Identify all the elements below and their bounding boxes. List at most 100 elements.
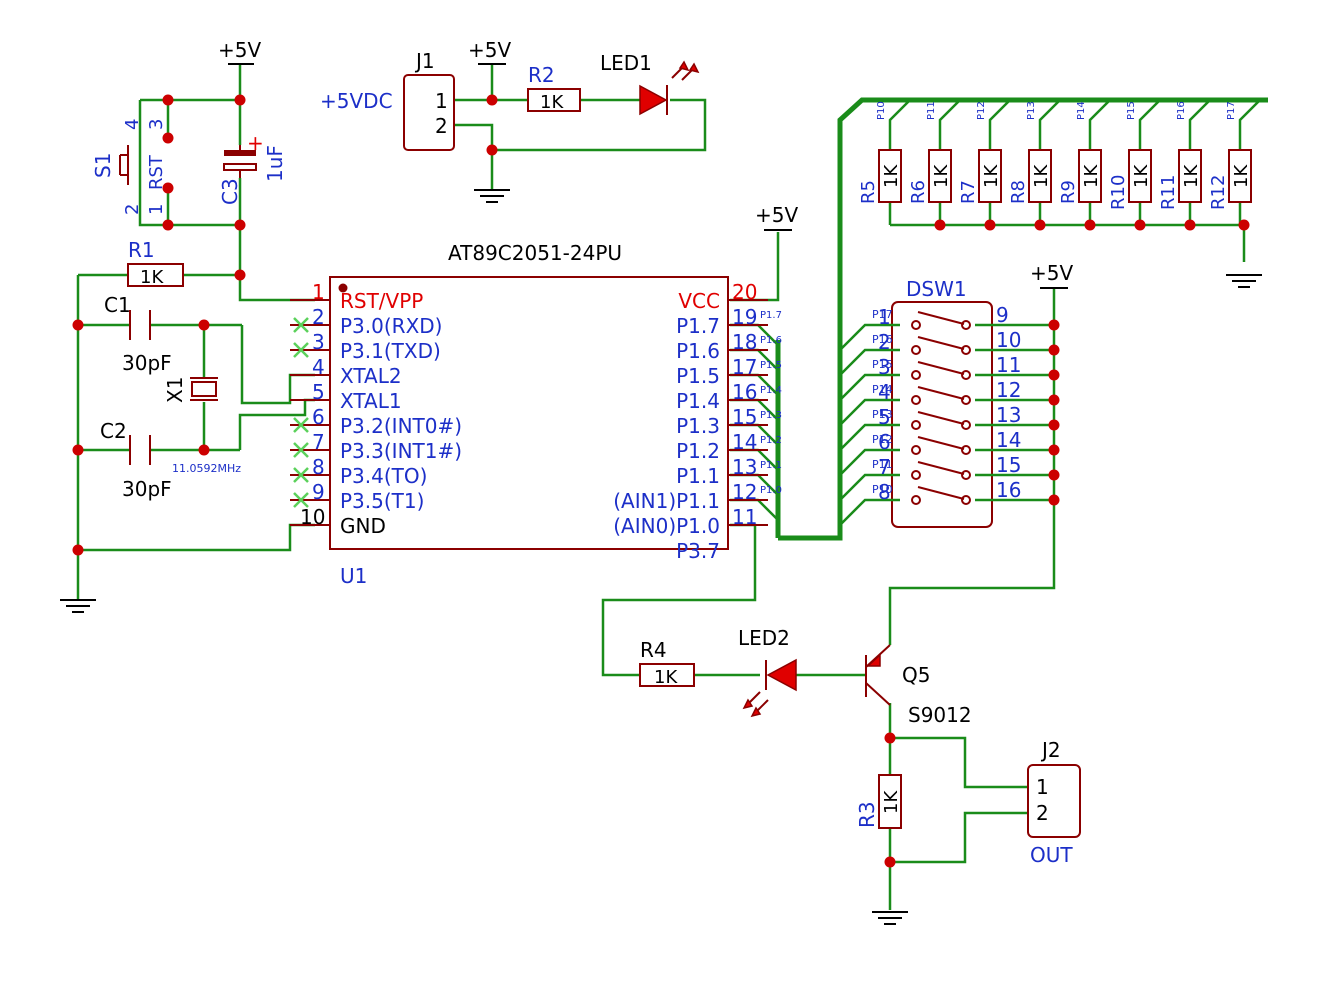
r5-ref: R5 xyxy=(858,180,879,204)
mcu-name: AT89C2051-24PU xyxy=(448,241,622,265)
dsw-pin-13: 13 xyxy=(996,403,1021,427)
vcc-label-dsw: +5V xyxy=(1030,261,1073,285)
r7-ref: R7 xyxy=(958,180,979,204)
dip-switch: DSW1 1 xyxy=(839,277,1054,528)
r9-ref: R9 xyxy=(1058,180,1079,204)
pullup-net-p13: P13 xyxy=(1026,101,1037,120)
j2-pin-2: 2 xyxy=(1036,801,1049,825)
capacitor-c3: + C3 1uF xyxy=(218,131,287,205)
dsw-pin-14: 14 xyxy=(996,428,1021,452)
dsw-net-p13: P13 xyxy=(872,408,893,421)
ground-symbol-output xyxy=(872,911,908,925)
mcu-pin-20-name: VCC xyxy=(678,289,720,313)
switch-pin-3: 3 xyxy=(146,119,167,130)
j1-pin-2: 2 xyxy=(435,114,448,138)
mcu-pin-18-num: 18 xyxy=(732,330,757,354)
x1-ref: X1 xyxy=(163,377,187,403)
dsw-pin-12: 12 xyxy=(996,378,1021,402)
pullup-net-p16: P16 xyxy=(1176,101,1187,120)
mcu-pin-13-name: P1.1 xyxy=(676,464,720,488)
j1-ref: J1 xyxy=(414,49,435,73)
mcu-pin-2-num: 2 xyxy=(312,305,325,329)
ground-symbol-pullups xyxy=(1226,274,1262,288)
switch-pin-4: 4 xyxy=(122,119,143,130)
mcu-pin-3-num: 3 xyxy=(312,330,325,354)
resistor-r1: 1K R1 xyxy=(127,238,184,288)
dsw-net-p12: P12 xyxy=(872,433,893,446)
dsw-net-p15: P15 xyxy=(872,358,893,371)
dsw-pin-15: 15 xyxy=(996,453,1021,477)
dsw-pin-4: 4 xyxy=(878,380,891,404)
switch-ref: S1 xyxy=(91,153,115,178)
output-stage: 1K R4 LED2 Q5 S9012 1K R3 J2 1 2 OUT xyxy=(639,626,1081,867)
dsw-pin-9: 9 xyxy=(996,303,1009,327)
r10-ref: R10 xyxy=(1108,175,1129,210)
mcu-pin-14-name: P1.2 xyxy=(676,439,720,463)
ground-symbols xyxy=(60,189,1262,925)
c3-value: 1uF xyxy=(263,145,287,182)
mcu-pin-14-num: 14 xyxy=(732,430,757,454)
power-symbols: +5V +5V +5V +5V xyxy=(218,38,1073,289)
mcu-net-p14: P1.4 xyxy=(760,385,782,396)
dsw-pin-5: 5 xyxy=(878,405,891,429)
r12-ref: R12 xyxy=(1208,175,1229,210)
mcu-pin-10-name: GND xyxy=(340,514,386,538)
c3-ref: C3 xyxy=(218,178,242,205)
mcu-pin-1-num: 1 xyxy=(312,280,325,304)
pullup-net-p15: P15 xyxy=(1126,101,1137,120)
vcc-label-j1: +5V xyxy=(468,38,511,62)
mcu-pin-12-num: 12 xyxy=(732,480,757,504)
dsw-net-p14: P14 xyxy=(872,383,893,396)
dsw-net-p10: P10 xyxy=(872,483,893,496)
dsw-pin-8: 8 xyxy=(878,480,891,504)
mcu-pin-15-num: 15 xyxy=(732,405,757,429)
dsw-pin-2: 2 xyxy=(878,330,891,354)
r2-value: 1K xyxy=(540,92,564,113)
dsw-pin-3: 3 xyxy=(878,355,891,379)
mcu-pin-2-name: P3.0(RXD) xyxy=(340,314,442,338)
wires-power-in xyxy=(455,64,707,190)
mcu-net-p17: P1.7 xyxy=(760,310,782,321)
mcu-pin-17-num: 17 xyxy=(732,355,757,379)
x1-frequency: 11.0592MHz xyxy=(172,462,241,475)
c1-value: 30pF xyxy=(122,351,172,375)
mcu-net-p16: P1.6 xyxy=(760,335,782,346)
mcu-pin-1-name: RST/VPP xyxy=(340,289,423,313)
switch-label: RST xyxy=(146,154,167,190)
ground-symbol-j1 xyxy=(474,189,510,203)
j2-label: OUT xyxy=(1030,843,1073,867)
mcu-net-p15: P1.5 xyxy=(760,360,782,371)
wires-left xyxy=(76,64,315,600)
j2-pin-1: 1 xyxy=(1036,775,1049,799)
mcu-pin-13-num: 13 xyxy=(732,455,757,479)
vcc-label-mcu: +5V xyxy=(755,203,798,227)
reset-switch: S1 RST 4 3 2 1 xyxy=(91,119,173,215)
mcu-pin-11-name: (AIN0)P1.0 xyxy=(613,514,720,538)
mcu-pin-6-name: P3.2(INT0#) xyxy=(340,414,462,438)
pullup-net-p12: P12 xyxy=(976,101,987,120)
r4-value: 1K xyxy=(654,667,678,688)
led2-ref: LED2 xyxy=(738,626,790,650)
dsw-pin-6: 6 xyxy=(878,430,891,454)
mcu-pin-9-num: 9 xyxy=(312,480,325,504)
mcu-pin-5-name: XTAL1 xyxy=(340,389,402,413)
r3-ref: R3 xyxy=(855,801,879,828)
pullup-net-p10: P10 xyxy=(876,101,887,120)
mcu-pin-9-name: P3.5(T1) xyxy=(340,489,424,513)
r1-value: 1K xyxy=(140,267,164,288)
mcu-pin-10-num: 10 xyxy=(300,505,325,529)
r5-value: 1K xyxy=(881,164,902,188)
mcu-pin-p37-name: P3.7 xyxy=(676,539,720,563)
r12-value: 1K xyxy=(1231,164,1252,188)
dsw-pin-7: 7 xyxy=(878,455,891,479)
c1-ref: C1 xyxy=(104,293,131,317)
mcu-pin-6-num: 6 xyxy=(312,405,325,429)
mcu-net-p11: P1.1 xyxy=(760,460,782,471)
mcu-pin1-marker xyxy=(338,283,348,293)
dsw-bus-taps xyxy=(839,323,1054,526)
ground-symbol-left xyxy=(60,599,96,613)
mcu-pin-8-num: 8 xyxy=(312,455,325,479)
r6-value: 1K xyxy=(931,164,952,188)
mcu-u1: AT89C2051-24PU U1 1 2 3 xyxy=(290,241,782,588)
